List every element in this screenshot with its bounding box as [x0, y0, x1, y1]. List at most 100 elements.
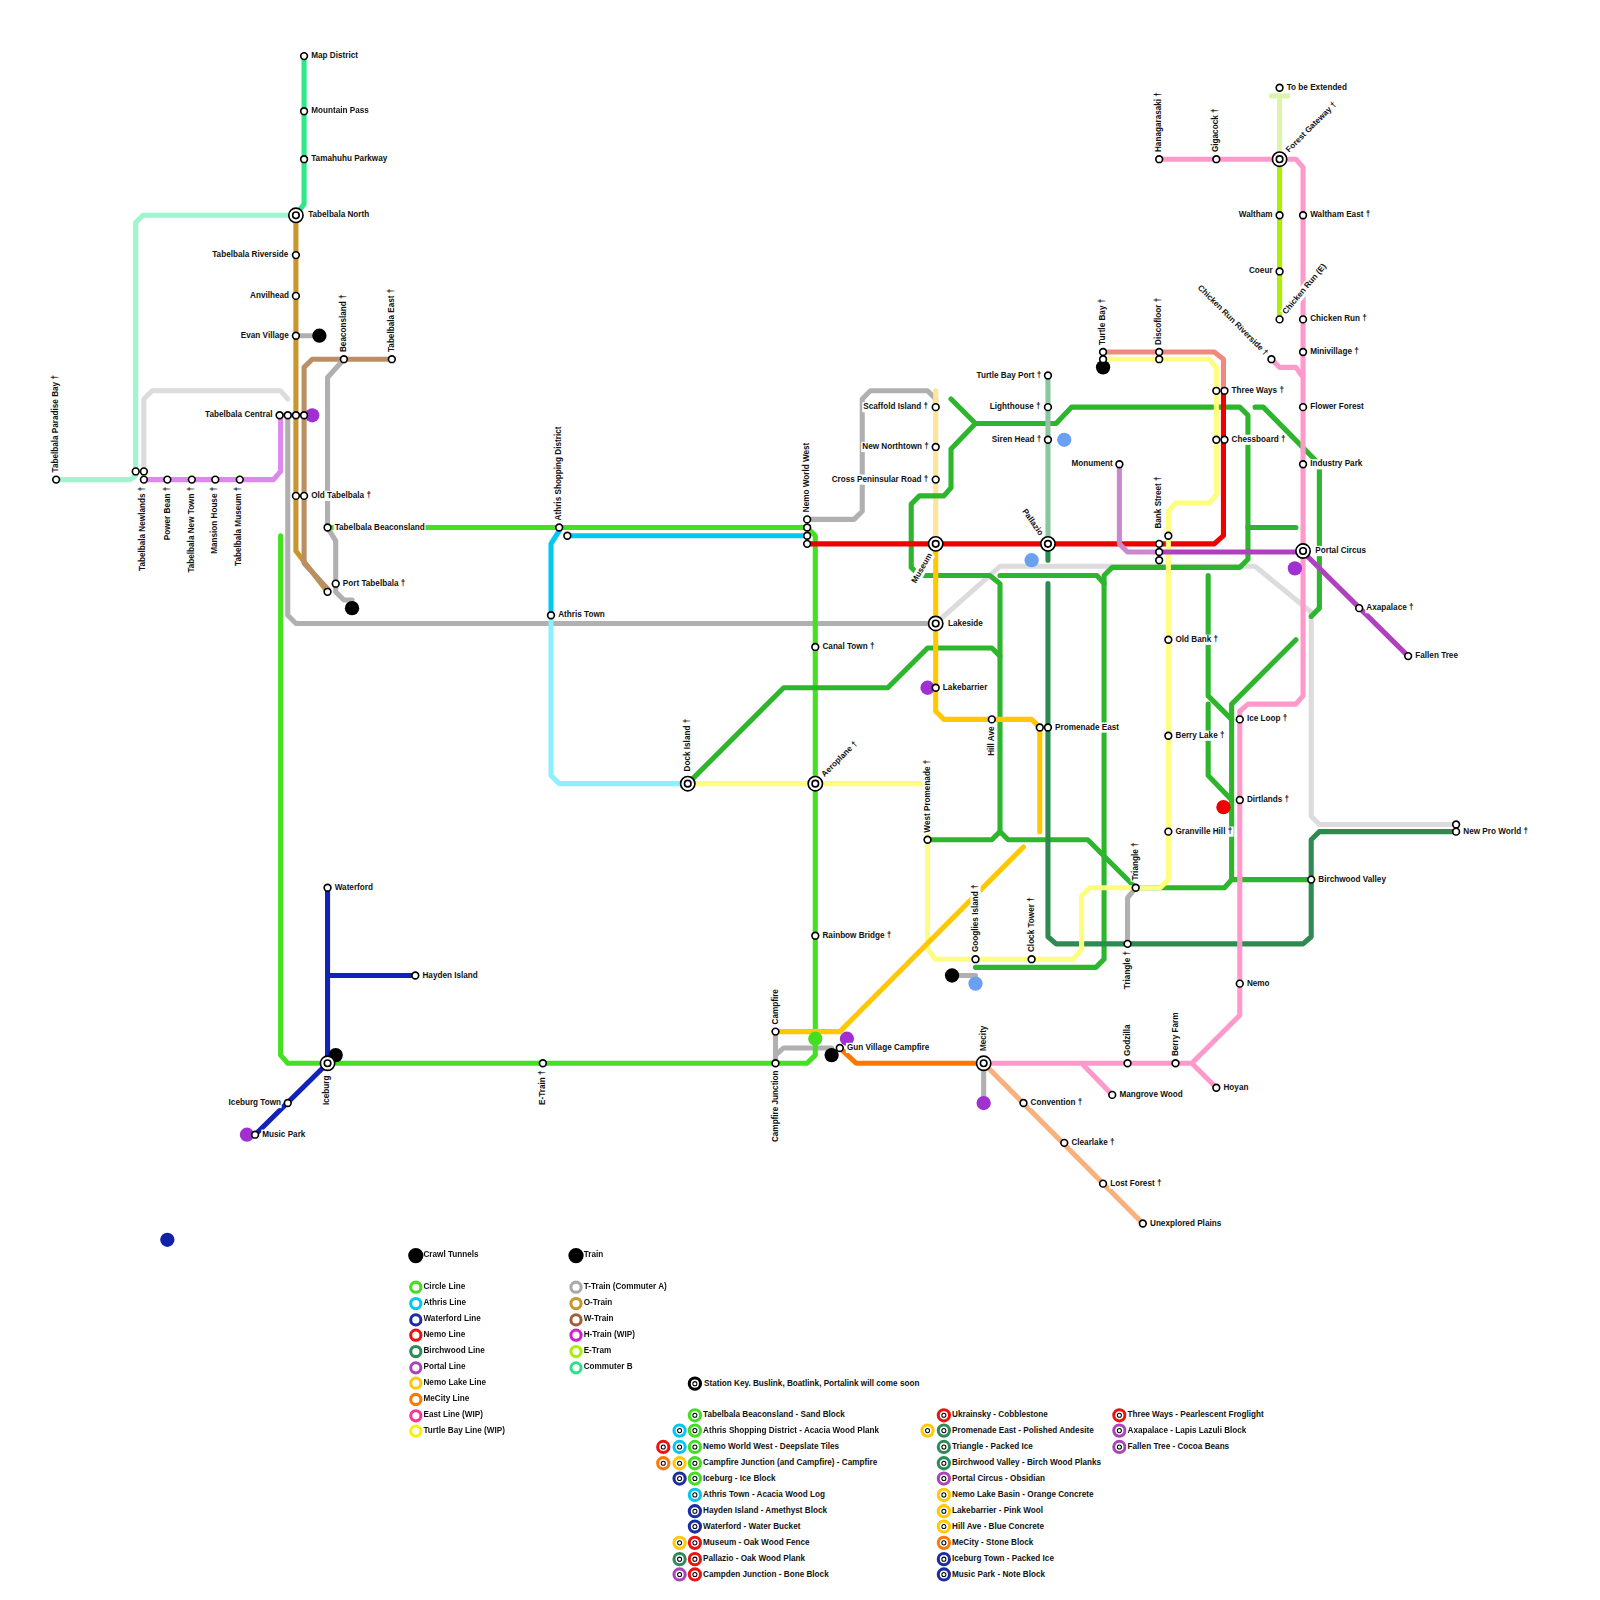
station-label: Tabelbala North: [307, 210, 370, 220]
station-marker: [1276, 212, 1283, 219]
rail-line: [328, 359, 352, 600]
station-label: Beaconsland †: [339, 293, 349, 353]
station-marker: [804, 541, 811, 548]
key-ring: [922, 1425, 933, 1436]
station-marker: [772, 1060, 779, 1067]
link-dot: [1024, 553, 1038, 567]
key-dot: [678, 1477, 682, 1481]
legend-text: Commuter B: [584, 1362, 633, 1372]
key-ring: [938, 1537, 949, 1548]
key-dot: [942, 1572, 946, 1576]
station-marker: [1356, 605, 1363, 612]
rail-line: [1208, 576, 1231, 800]
key-entry: Music Park - Note Block: [951, 1569, 1046, 1579]
station-label: Iceburg Town: [228, 1098, 282, 1108]
station-label: Axapalace †: [1365, 603, 1414, 613]
rail-line: [281, 536, 816, 1064]
legend-text: Portal Line: [423, 1362, 465, 1372]
station-label: Waltham: [1238, 210, 1274, 220]
station-label: Tabelbala Riverside: [211, 250, 289, 260]
rail-line: [984, 1063, 1143, 1223]
station-marker: [301, 108, 308, 115]
key-ring: [674, 1458, 685, 1469]
station-marker: [1061, 1139, 1068, 1146]
key-dot: [693, 1445, 697, 1449]
key-ring: [1114, 1441, 1125, 1452]
station-marker: [1276, 268, 1283, 275]
interchange-core: [293, 212, 300, 219]
key-dot: [942, 1445, 946, 1449]
key-entry: Three Ways - Pearlescent Froglight: [1127, 1410, 1265, 1420]
station-marker: [301, 53, 308, 60]
key-ring: [938, 1554, 949, 1565]
station-label: Ice Loop †: [1246, 714, 1288, 724]
link-dot: [808, 1032, 822, 1046]
rail-line: [951, 399, 1248, 967]
station-marker: [924, 836, 931, 843]
key-dot: [661, 1461, 665, 1465]
rail-line: [296, 215, 328, 592]
key-entry: Iceburg - Ice Block: [702, 1473, 777, 1483]
rail-line: [567, 533, 807, 538]
legend-swatch: [409, 1313, 422, 1326]
key-ring: [689, 1425, 700, 1436]
station-marker: [1453, 821, 1460, 828]
station-marker: [932, 476, 939, 483]
station-marker: [1109, 1092, 1116, 1099]
station-marker: [252, 1131, 259, 1138]
legend-swatch: [409, 1344, 422, 1357]
key-dot: [678, 1461, 682, 1465]
legend-swatch: [409, 1328, 422, 1341]
key-dot: [942, 1429, 946, 1433]
rail-line: [936, 544, 1040, 832]
key-dot: [678, 1429, 682, 1433]
key-dot: [693, 1429, 697, 1433]
station-label: Map District: [310, 51, 359, 61]
key-ring: [689, 1506, 700, 1517]
key-dot: [693, 1461, 697, 1465]
station-label: Granville Hill †: [1174, 827, 1233, 837]
legend-text: Birchwood Line: [423, 1346, 484, 1356]
key-dot: [693, 1477, 697, 1481]
station-marker: [1221, 436, 1228, 443]
key-ring: [689, 1521, 700, 1532]
station-marker: [284, 412, 291, 419]
station-marker: [1156, 541, 1163, 548]
key-dot: [693, 1557, 697, 1561]
station-label: Three Ways †: [1231, 386, 1285, 396]
key-entry: Fallen Tree - Cocoa Beans: [1127, 1442, 1231, 1452]
key-entry: Nemo Lake Basin - Orange Concrete: [951, 1490, 1095, 1500]
legend-text: O-Train: [584, 1298, 613, 1308]
station-label: Athris Town: [557, 610, 606, 620]
station-marker: [1036, 724, 1043, 731]
key-ring: [689, 1489, 700, 1500]
key-entry: Triangle - Packed Ice: [951, 1442, 1034, 1452]
interchange-ring: [929, 537, 943, 551]
station-marker: [1156, 349, 1163, 356]
station-marker: [1276, 316, 1283, 323]
legend-text: Turtle Bay Line (WIP): [423, 1425, 504, 1435]
interchange-ring: [289, 208, 303, 222]
station-marker: [1045, 436, 1052, 443]
station-label: Mansion House †: [210, 486, 220, 555]
station-label: Lakeside: [947, 618, 984, 628]
key-dot: [942, 1461, 946, 1465]
interchange-ring: [1272, 152, 1286, 166]
key-dot: [693, 1541, 697, 1545]
station-label: Bank Street †: [1154, 475, 1164, 529]
station-label: Tabelbala Central: [204, 410, 273, 420]
link-dot: [1288, 561, 1302, 575]
station-marker: [236, 476, 243, 483]
station-marker: [276, 412, 283, 419]
station-marker: [1268, 356, 1275, 363]
interchange-ring: [320, 1056, 334, 1070]
station-label: Siren Head †: [991, 435, 1042, 445]
rail-line: [1000, 576, 1104, 584]
station-label: To be Extended: [1286, 83, 1348, 93]
station-marker: [1124, 941, 1131, 948]
key-ring: [674, 1425, 685, 1436]
station-marker: [1116, 461, 1123, 468]
key-dot: [693, 1524, 697, 1528]
interchange-core: [324, 1060, 331, 1067]
station-marker: [301, 412, 308, 419]
